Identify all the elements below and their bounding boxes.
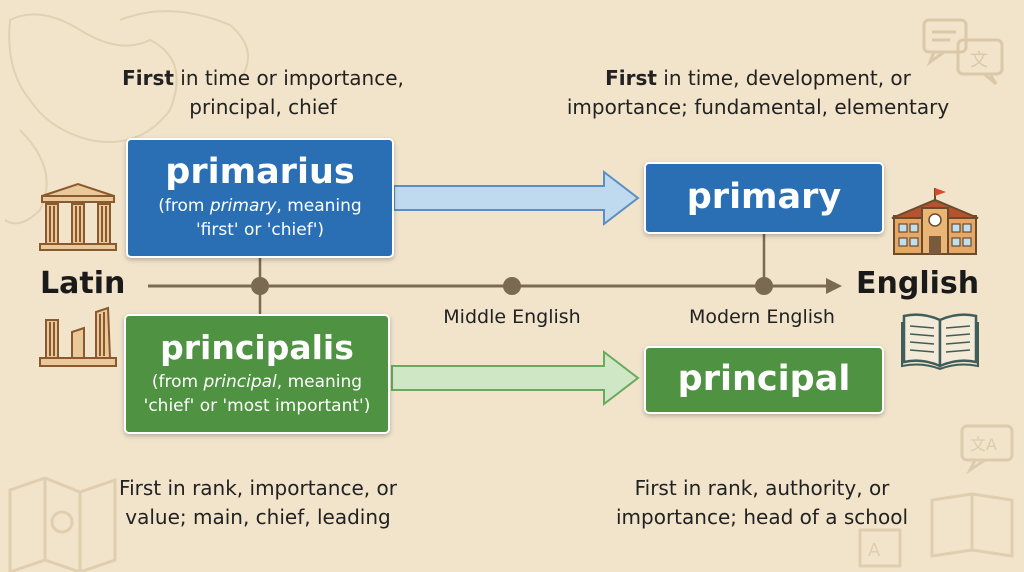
stage-label-middle-english: Middle English bbox=[443, 306, 581, 328]
book-icon: A bbox=[858, 492, 1014, 568]
principal-definition: First in rank, authority, or importance;… bbox=[615, 476, 909, 529]
principalis-arrow bbox=[391, 349, 640, 407]
principalis-box: principalis (from principal, meaning 'ch… bbox=[124, 314, 390, 434]
latin-node bbox=[251, 277, 269, 295]
school-building-icon bbox=[891, 188, 979, 255]
map-icon bbox=[8, 476, 117, 572]
principal-word: principal bbox=[677, 359, 851, 399]
svg-text:文A: 文A bbox=[970, 435, 997, 454]
english-label: English bbox=[856, 266, 980, 301]
chat-translate-icon: 文A bbox=[960, 424, 1014, 475]
primarius-box: primarius (from primary, meaning 'first'… bbox=[126, 138, 394, 258]
primarius-word: primarius bbox=[165, 152, 355, 192]
primary-box: primary bbox=[644, 162, 884, 234]
open-book-icon bbox=[901, 313, 979, 370]
modern-english-node bbox=[755, 277, 773, 295]
ruins-icon bbox=[39, 306, 117, 367]
stage-label-modern-english: Modern English bbox=[689, 306, 835, 328]
latin-label: Latin bbox=[40, 266, 126, 301]
primarius-arrow bbox=[393, 169, 640, 227]
svg-text:A: A bbox=[868, 540, 881, 561]
principal-box: principal bbox=[644, 346, 884, 414]
primary-word: primary bbox=[686, 177, 842, 217]
translate-bubble-icon: 文 bbox=[922, 18, 1004, 86]
principalis-note: (from principal, meaning 'chief' or 'mos… bbox=[143, 372, 371, 416]
map-outline-decoration bbox=[4, 10, 249, 225]
primary-definition: First in time, development, or importanc… bbox=[566, 66, 950, 119]
middle-english-node bbox=[503, 277, 521, 295]
timeline-arrowhead bbox=[826, 278, 842, 294]
primarius-definition: First in time or importance, principal, … bbox=[122, 66, 404, 119]
columns-icon bbox=[39, 182, 117, 251]
primarius-note: (from primary, meaning 'first' or 'chief… bbox=[158, 196, 362, 240]
principalis-definition: First in rank, importance, or value; mai… bbox=[119, 476, 397, 529]
principalis-word: principalis bbox=[160, 328, 354, 367]
svg-text:文: 文 bbox=[970, 50, 988, 71]
